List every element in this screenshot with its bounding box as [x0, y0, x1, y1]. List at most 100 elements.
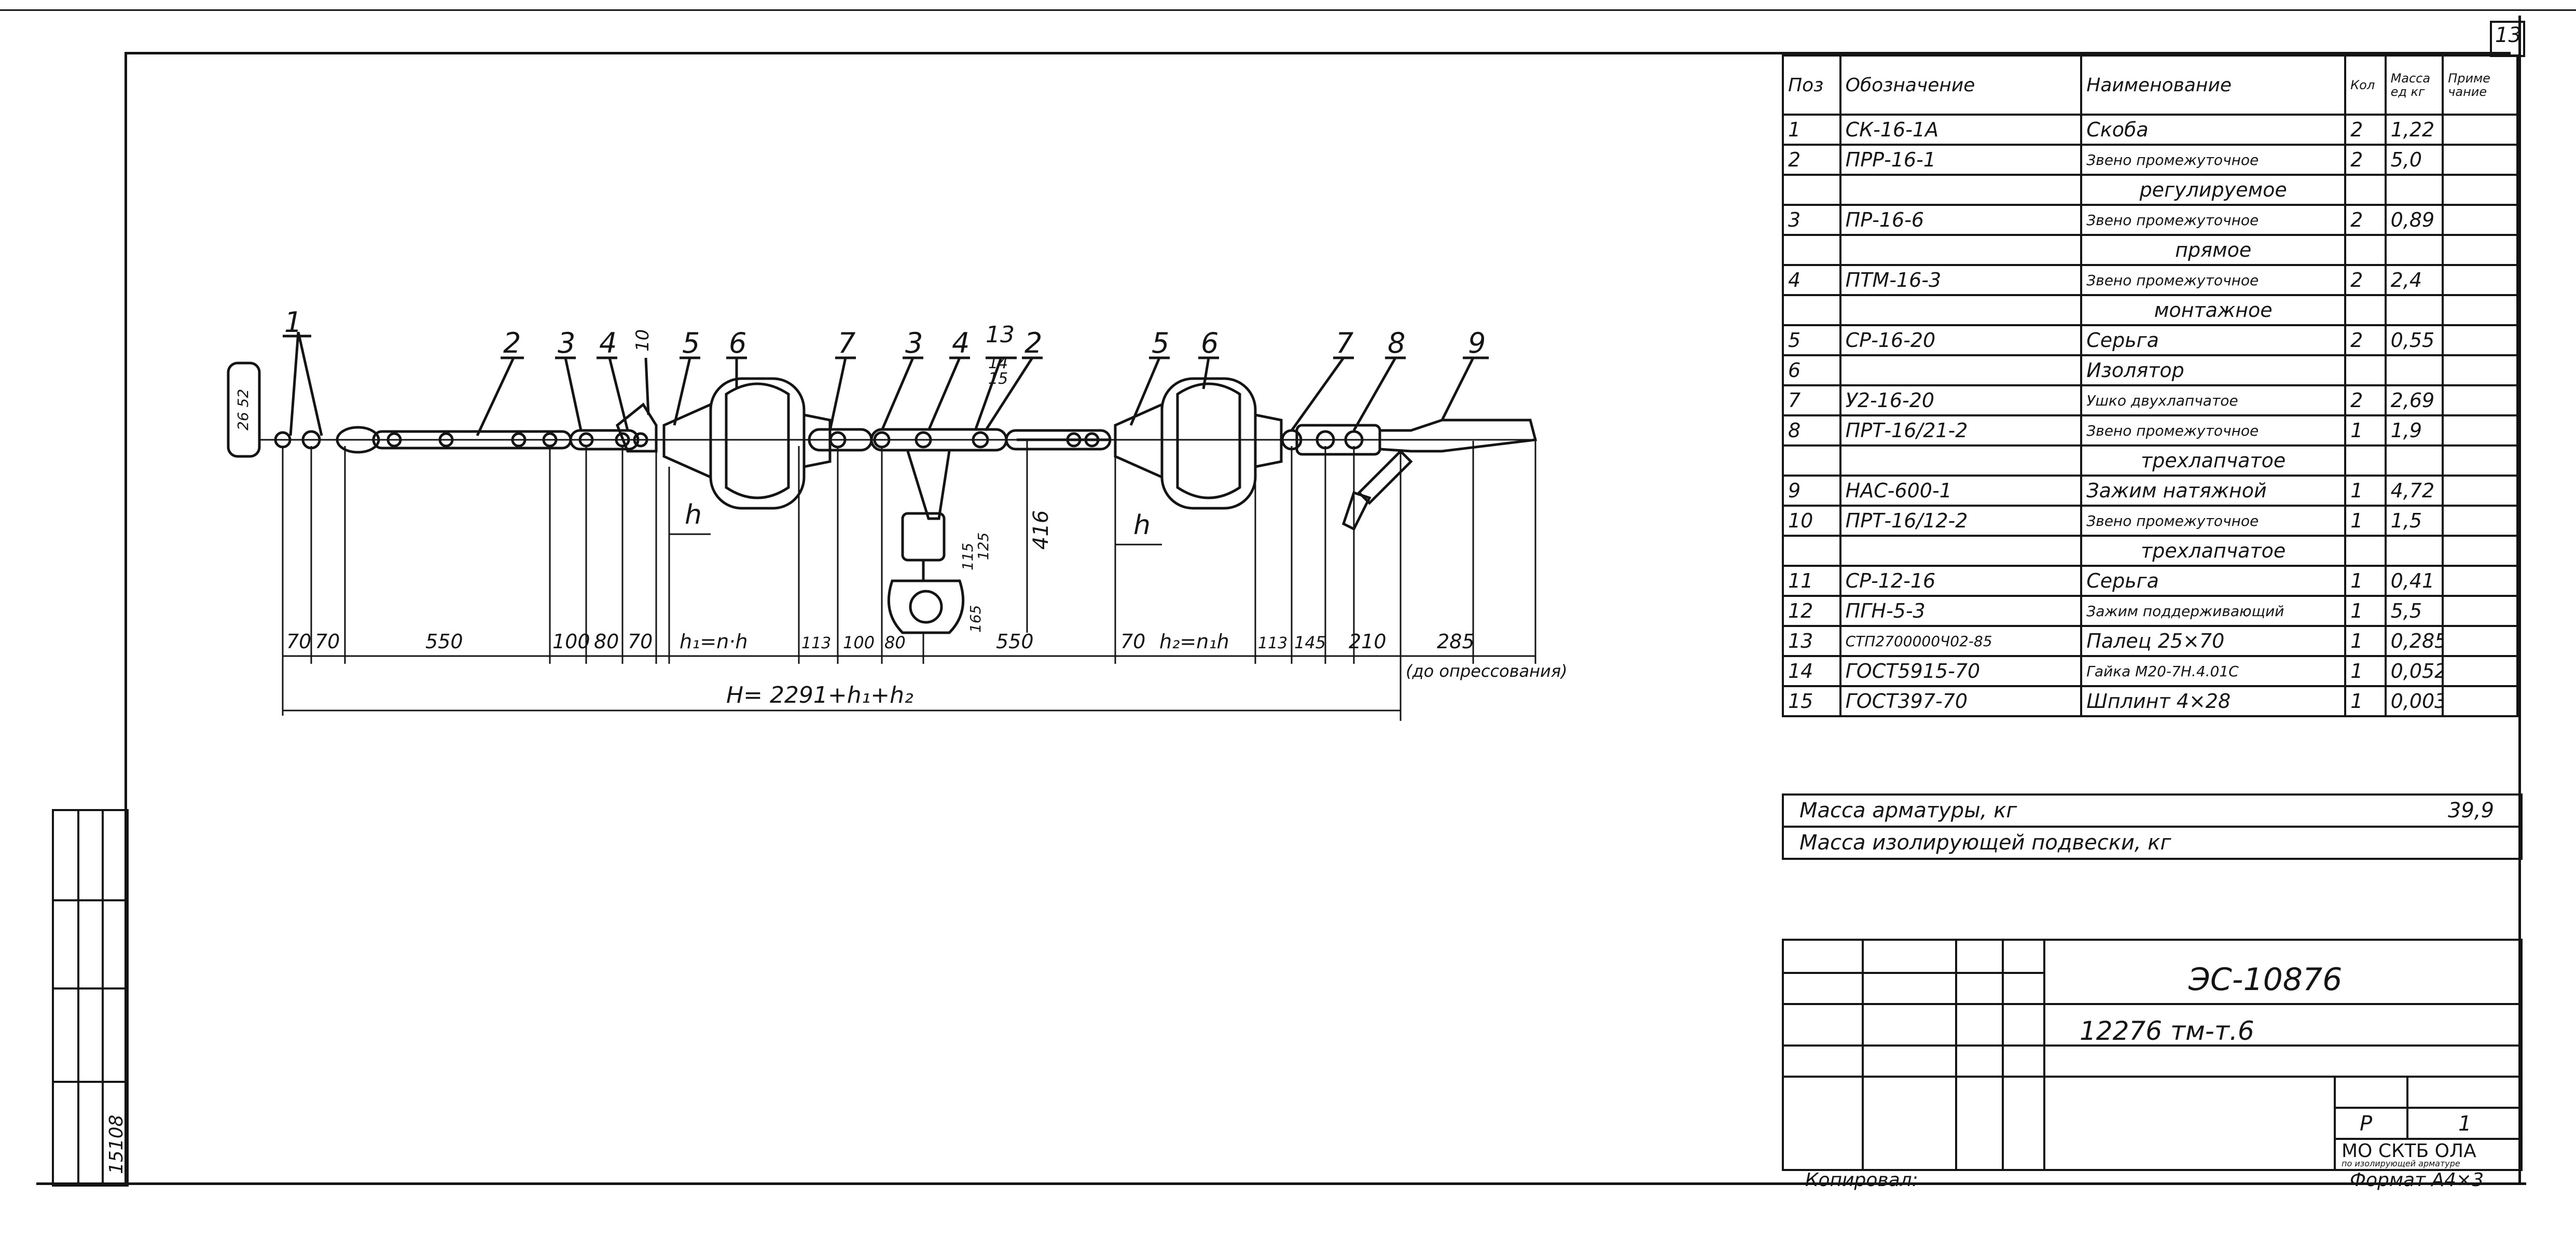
spec-cell-designation: ГОСТ5915-70: [1839, 655, 2083, 687]
spec-cell-mass: 0,41: [2384, 565, 2444, 597]
specification-table: Поз Обозначение Наименование Кол Масса е…: [1782, 54, 2518, 832]
spec-cell-name: Зажим натяжной: [2080, 475, 2347, 507]
h-left-label: h: [685, 499, 702, 531]
org-name: МО СКТБ ОЛА: [2342, 1140, 2476, 1162]
spec-cell-designation: ПРТ-16/21-2: [1839, 414, 2083, 447]
doc-code: ЭС-10876: [2189, 962, 2343, 998]
pos-label: 14: [988, 354, 1008, 372]
dim-label: 70: [286, 630, 311, 653]
vertical-small-b: 125: [975, 533, 992, 560]
spec-cell-note: [2442, 475, 2518, 507]
pos-label: 1: [284, 306, 302, 339]
sheet-value: 1: [2458, 1112, 2472, 1136]
spec-row: 6 Изолятор: [1782, 354, 2518, 386]
stage-value: Р: [2360, 1112, 2373, 1136]
spec-cell-designation: [1839, 444, 2083, 477]
pos-label: 3: [905, 327, 923, 359]
spec-cell-name: Изолятор: [2080, 354, 2347, 386]
spec-cell-qty: 2: [2344, 204, 2387, 236]
header-qty: Кол: [2344, 54, 2387, 116]
pos-label: 15: [988, 370, 1008, 388]
spec-cell-designation: ПРР-16-1: [1839, 144, 2083, 176]
title-block: ЭС-10876 12276 тм-т.6 Р 1 МО СКТБ ОЛА по…: [1782, 939, 2523, 1171]
sheet-number: 13: [2495, 23, 2522, 47]
dim-label: 80: [884, 633, 906, 652]
spec-cell-designation: [1839, 174, 2083, 206]
spec-cell-mass: 4,72: [2384, 475, 2444, 507]
pos-label: 3: [558, 327, 575, 359]
spec-cell-name: Ушко двухлапчатое: [2080, 384, 2347, 416]
pos-label: 5: [1152, 327, 1169, 359]
spec-cell-designation: ГОСТ397-70: [1839, 685, 2083, 717]
dim-label: 100: [552, 630, 590, 653]
spec-cell-pos: 9: [1782, 475, 1841, 507]
spec-cell-name: Зажим поддерживающий: [2080, 595, 2347, 627]
pos-label: 4: [952, 327, 970, 359]
spec-cell-mass: 0,285: [2384, 625, 2444, 657]
spec-cell-name: трехлапчатое: [2080, 444, 2347, 477]
spec-cell-designation: [1839, 234, 2083, 266]
spec-cell-mass: [2384, 354, 2444, 386]
dim-label: 145: [1294, 633, 1326, 652]
spec-cell-mass: 0,55: [2384, 324, 2444, 356]
spec-cell-note: [2442, 414, 2518, 447]
spec-cell-pos: 14: [1782, 655, 1841, 687]
spec-cell-pos: [1782, 174, 1841, 206]
spec-cell-designation: ПТМ-16-3: [1839, 264, 2083, 296]
spec-cell-qty: [2344, 234, 2387, 266]
spec-cell-mass: 1,5: [2384, 505, 2444, 537]
format-label: Формат А4×3: [2350, 1169, 2484, 1191]
spec-cell-name: Серьга: [2080, 324, 2347, 356]
vertical-small-a: 115: [959, 543, 976, 570]
pos-label: 13: [986, 322, 1015, 348]
spec-cell-name: Звено промежуточное: [2080, 264, 2347, 296]
spec-cell-designation: [1839, 294, 2083, 326]
header-designation: Обозначение: [1839, 54, 2083, 116]
spec-cell-name: регулируемое: [2080, 174, 2347, 206]
spec-cell-qty: 2: [2344, 324, 2387, 356]
spec-cell-name: Звено промежуточное: [2080, 144, 2347, 176]
frame-left: [124, 52, 127, 1185]
spec-cell-pos: 15: [1782, 685, 1841, 717]
spec-cell-designation: У2-16-20: [1839, 384, 2083, 416]
spec-cell-name: Серьга: [2080, 565, 2347, 597]
spec-cell-name: монтажное: [2080, 294, 2347, 326]
spec-cell-qty: 1: [2344, 505, 2387, 537]
spec-cell-qty: [2344, 354, 2387, 386]
spec-cell-qty: 1: [2344, 565, 2387, 597]
project-code: 12276 тм-т.6: [2080, 1016, 2254, 1046]
spec-cell-note: [2442, 505, 2518, 537]
dim-label: 210: [1349, 630, 1387, 653]
header-pos: Поз: [1782, 54, 1841, 116]
dim-label: 70: [628, 630, 653, 653]
spec-cell-name: Палец 25×70: [2080, 625, 2347, 657]
spec-cell-note: [2442, 655, 2518, 687]
spec-cell-mass: 2,69: [2384, 384, 2444, 416]
dim-label: h₁=n·h: [680, 630, 747, 653]
spec-cell-pos: 11: [1782, 565, 1841, 597]
spec-cell-pos: 6: [1782, 354, 1841, 386]
spec-cell-note: [2442, 354, 2518, 386]
header-name: Наименование: [2080, 54, 2347, 116]
spec-cell-qty: 2: [2344, 264, 2387, 296]
dim-label: 550: [425, 630, 463, 653]
spec-cell-designation: ПР-16-6: [1839, 204, 2083, 236]
pos-label: 7: [838, 327, 855, 359]
spec-cell-name: Звено промежуточное: [2080, 204, 2347, 236]
spec-cell-pos: 3: [1782, 204, 1841, 236]
spec-cell-mass: 1,22: [2384, 114, 2444, 146]
dim-label: 70: [1120, 630, 1145, 653]
dim-label: 80: [594, 630, 619, 653]
spec-cell-note: [2442, 595, 2518, 627]
mass-armature-label: Масса арматуры, кг: [1799, 799, 2017, 823]
dim-label: 70: [315, 630, 340, 653]
spec-cell-mass: 5,5: [2384, 595, 2444, 627]
